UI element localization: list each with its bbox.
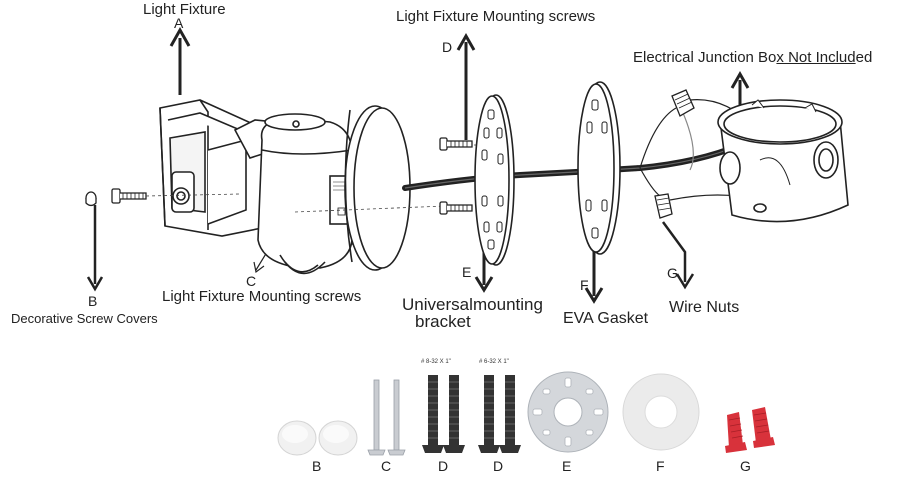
label-c-letter: C — [246, 273, 257, 289]
label-a-letter: A — [174, 15, 184, 31]
label-c-title: Light Fixture Mounting screws — [162, 288, 362, 305]
parts-letter-d1: D — [438, 458, 449, 474]
screw-thread-marks — [428, 381, 515, 439]
decorative-screw-cover-drawing — [85, 191, 97, 207]
label-g-letter: G — [667, 265, 678, 281]
part-d-screws-2 — [478, 375, 521, 453]
label-e-title-1: Universal — [402, 295, 473, 314]
label-e-title-2: mounting — [473, 295, 543, 314]
screw-d-drawing — [439, 137, 473, 215]
parts-letter-f: F — [656, 458, 665, 474]
arrow-d-icon — [456, 32, 476, 140]
part-d-screws-1 — [422, 375, 465, 453]
screw-spec-1: # 8-32 X 1" — [421, 359, 451, 365]
arrow-a-icon — [169, 26, 191, 95]
part-e-bracket-plate — [527, 371, 609, 453]
part-c-long-screws — [367, 379, 406, 456]
junction-part-3: ed — [855, 49, 873, 66]
screw-spec-2: # 6-32 X 1" — [479, 359, 509, 365]
parts-letter-e: E — [562, 458, 572, 474]
label-f-letter: F — [580, 277, 589, 293]
mounting-bracket-drawing — [474, 94, 515, 266]
junction-part-1: Electrical Junction Bo — [633, 49, 777, 66]
label-b-title: Decorative Screw Covers — [11, 311, 158, 326]
part-f-gasket-ring — [622, 373, 700, 451]
light-fixture-drawing — [159, 99, 411, 275]
wire-nut-drawing — [654, 89, 695, 219]
label-d-letter: D — [442, 39, 453, 55]
label-e-title-3: bracket — [415, 312, 471, 331]
parts-letter-b: B — [312, 458, 322, 474]
part-b-screw-covers — [277, 420, 358, 456]
part-g-wire-nuts — [725, 407, 775, 453]
wire-nut-ridges — [728, 412, 770, 439]
parts-letter-c: C — [381, 458, 392, 474]
label-g-title: Wire Nuts — [669, 299, 740, 316]
label-a-title: Light Fixture — [143, 1, 226, 18]
screw-c-drawing — [111, 188, 147, 204]
arrow-g-icon — [661, 221, 695, 290]
junction-part-2: x Not Includ — [776, 49, 856, 66]
label-f-title: EVA Gasket — [563, 310, 649, 327]
label-d-title: Light Fixture Mounting screws — [396, 8, 596, 25]
label-b-letter: B — [88, 293, 98, 309]
label-e-letter: E — [462, 264, 472, 280]
eva-gasket-drawing — [577, 81, 621, 255]
parts-letter-d2: D — [493, 458, 504, 474]
label-junction-box: Electrical Junction Box Not Included — [633, 50, 872, 65]
arrow-b-icon — [86, 205, 104, 292]
parts-letter-g: G — [740, 458, 751, 474]
junction-box-drawing — [717, 99, 849, 223]
